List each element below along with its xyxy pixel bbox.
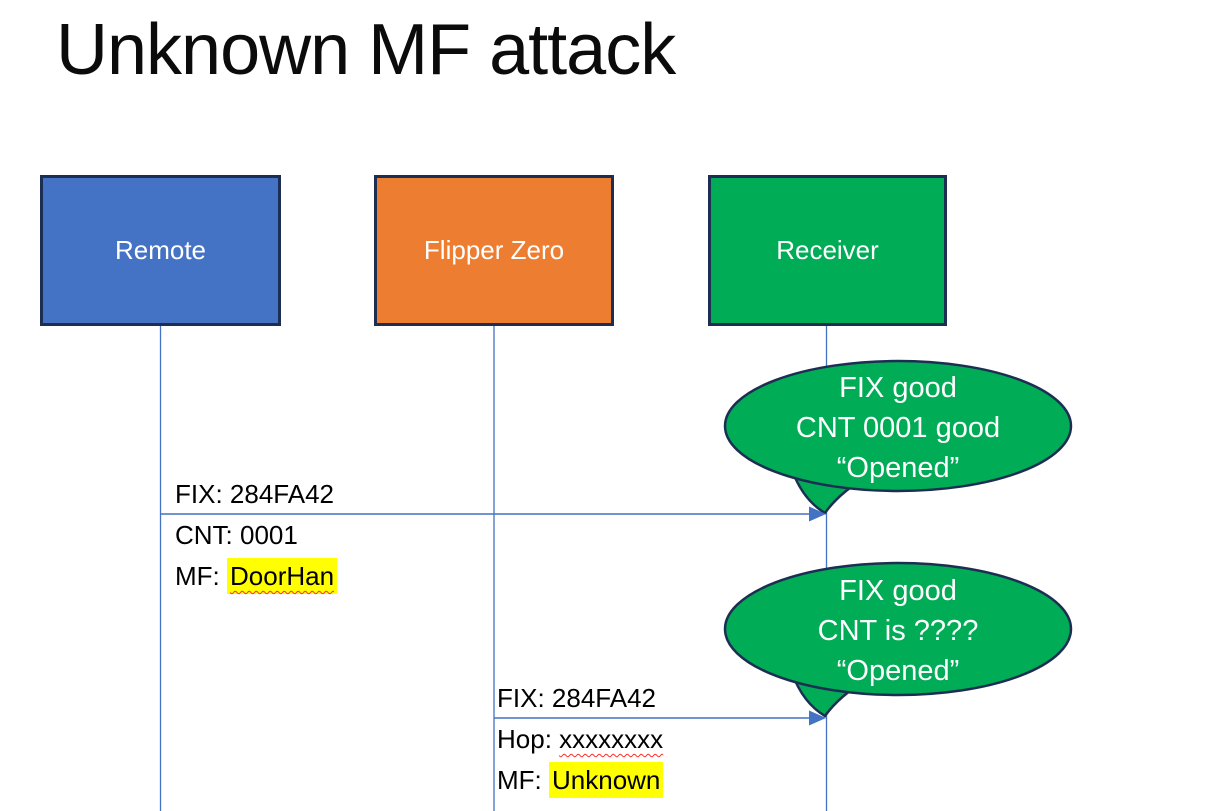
field-name: FIX:: [497, 683, 552, 713]
callout-line: CNT 0001 good: [795, 412, 1001, 444]
field-name: CNT:: [175, 520, 240, 550]
actor-box-flipper-zero: Flipper Zero: [374, 175, 614, 326]
actor-label-receiver: Receiver: [776, 235, 879, 265]
slide-title: Unknown MF attack: [56, 10, 676, 90]
field-name: FIX:: [175, 479, 230, 509]
message-line: FIX: 284FA42: [497, 678, 663, 719]
actor-box-remote: Remote: [40, 175, 281, 326]
callout-text-2: FIX good CNT is ???? “Opened”: [718, 571, 1078, 691]
message-line: MF: DoorHan: [175, 556, 338, 597]
field-value-highlighted: DoorHan: [227, 558, 338, 594]
actor-box-receiver: Receiver: [708, 175, 947, 326]
callout-line: FIX good: [839, 372, 957, 404]
field-value-highlighted: Unknown: [549, 762, 664, 798]
callout-bubble-1: [723, 359, 1073, 493]
callout-line: CNT is ????: [817, 615, 979, 647]
callout-text-1: FIX good CNT 0001 good “Opened”: [718, 368, 1078, 488]
message-line: FIX: 284FA42: [175, 474, 337, 515]
callout-line: FIX good: [839, 575, 957, 607]
actor-label-flipper-zero: Flipper Zero: [423, 235, 565, 265]
field-value-squiggle: xxxxxxxx: [559, 724, 664, 754]
callout-line: “Opened”: [836, 655, 960, 687]
field-value: 284FA42: [551, 683, 656, 713]
message-2-labels: FIX: 284FA42 Hop: xxxxxxxx MF: Unknown: [497, 678, 664, 801]
field-value: 284FA42: [229, 479, 334, 509]
callout-line: “Opened”: [836, 452, 960, 484]
message-line: MF: Unknown: [497, 760, 664, 801]
field-name: MF:: [497, 765, 549, 795]
field-value: 0001: [240, 520, 298, 550]
message-line: CNT: 0001: [175, 515, 337, 556]
message-line: Hop: xxxxxxxx: [497, 719, 663, 760]
message-1-labels: FIX: 284FA42 CNT: 0001 MF: DoorHan: [175, 474, 338, 597]
message-arrowhead-2: [809, 710, 826, 726]
field-name: Hop:: [497, 724, 560, 754]
callout-bubble-2: [723, 561, 1073, 697]
message-arrowhead-1: [809, 506, 826, 522]
actor-label-remote: Remote: [114, 235, 207, 265]
field-name: MF:: [175, 561, 227, 591]
